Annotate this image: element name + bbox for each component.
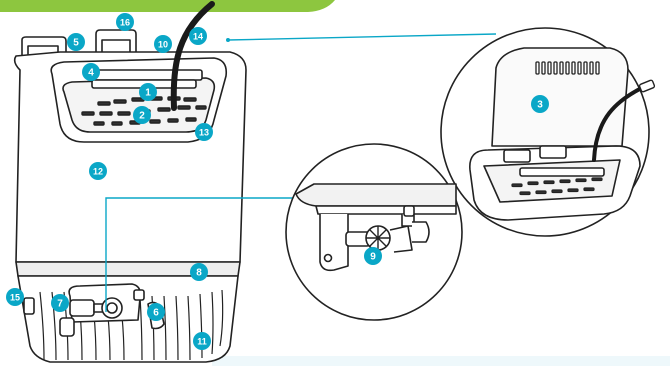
open-lid-panel bbox=[491, 47, 629, 147]
badge-3: 3 bbox=[531, 95, 549, 113]
power-cable bbox=[170, 1, 215, 111]
badge-16: 16 bbox=[116, 13, 134, 31]
badge-label: 15 bbox=[10, 293, 20, 303]
zoom-valve bbox=[285, 143, 463, 321]
badge-label: 8 bbox=[196, 268, 202, 279]
badge-11: 11 bbox=[193, 332, 211, 350]
badge-12: 12 bbox=[89, 162, 107, 180]
badge-label: 6 bbox=[153, 308, 159, 319]
valve-housing-top bbox=[295, 183, 457, 207]
green-banner bbox=[0, 0, 335, 12]
badge-label: 14 bbox=[193, 32, 203, 42]
callout-dot bbox=[226, 38, 230, 42]
badge-label: 12 bbox=[93, 167, 103, 177]
badge-label: 7 bbox=[57, 299, 63, 310]
filter-unit bbox=[13, 29, 247, 363]
badge-label: 2 bbox=[139, 111, 145, 122]
badge-7: 7 bbox=[51, 294, 69, 312]
zoom-open-lid bbox=[440, 27, 656, 237]
badge-1: 1 bbox=[139, 83, 157, 101]
badge-4: 4 bbox=[82, 63, 100, 81]
badge-label: 10 bbox=[158, 40, 168, 50]
badge-6: 6 bbox=[147, 303, 165, 321]
badge-label: 1 bbox=[145, 88, 151, 99]
badge-label: 13 bbox=[199, 128, 209, 138]
badge-label: 16 bbox=[120, 18, 130, 28]
right-clip bbox=[95, 29, 137, 52]
callout-lines bbox=[105, 33, 497, 312]
badge-label: 5 bbox=[73, 38, 79, 49]
badge-label: 4 bbox=[88, 68, 94, 79]
badge-10: 10 bbox=[154, 35, 172, 53]
footer-strip bbox=[212, 356, 670, 366]
zoom-cable bbox=[592, 82, 652, 162]
badge-9: 9 bbox=[364, 247, 382, 265]
badge-2: 2 bbox=[133, 106, 151, 124]
valve-bracket bbox=[319, 214, 349, 272]
badge-14: 14 bbox=[189, 27, 207, 45]
badge-label: 3 bbox=[537, 100, 543, 111]
badge-15: 15 bbox=[6, 288, 24, 306]
badge-label: 9 bbox=[370, 252, 376, 263]
badge-8: 8 bbox=[190, 263, 208, 281]
badge-label: 11 bbox=[197, 337, 207, 347]
badge-5: 5 bbox=[67, 33, 85, 51]
lid-top-vents bbox=[535, 61, 600, 75]
badge-13: 13 bbox=[195, 123, 213, 141]
